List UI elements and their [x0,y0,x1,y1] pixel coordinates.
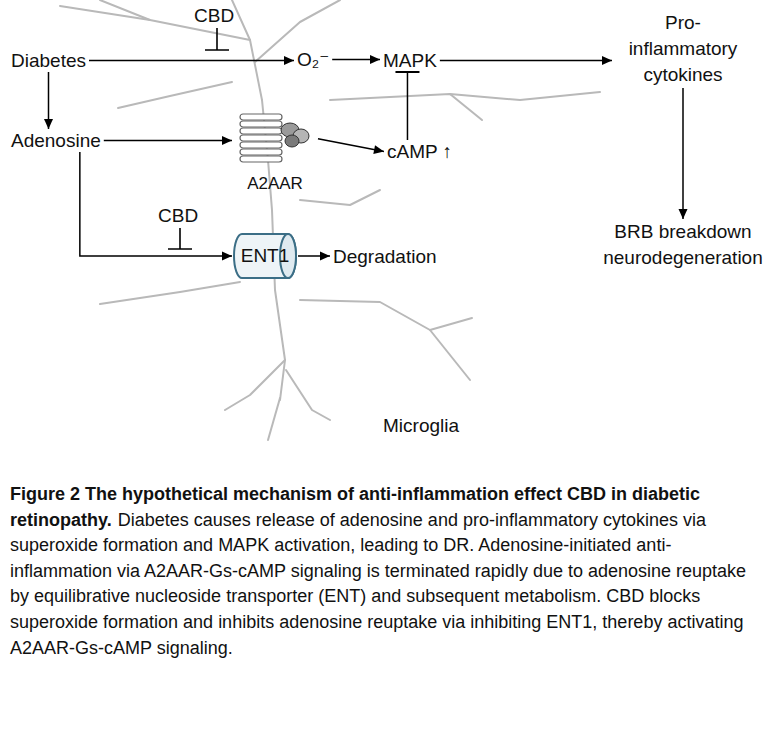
connector-line [80,152,232,256]
connector-line [440,60,612,62]
connector-line [407,72,409,140]
microglia-branch [100,0,250,40]
node-text: Adenosine [11,129,101,152]
microglia-branch [450,94,482,120]
microglia-branch [118,82,232,108]
node-text: BRB breakdown neurodegeneration [593,219,768,271]
microglia-branch [100,282,240,304]
arrow-head [679,209,688,219]
arrow-head [44,119,53,129]
drug-label: CBD [194,4,234,27]
connector-line [89,60,294,62]
connector [80,152,232,261]
connector [89,56,294,65]
connector [298,252,330,261]
connector [395,72,419,140]
arrow-head [602,56,612,65]
microglia-branch [300,300,470,380]
node-text: MAPK [383,49,437,72]
node-text: A2AAR [232,174,318,194]
arrow-head [222,136,232,145]
microglia-branch [330,92,600,100]
arrow-head [284,56,294,65]
process-node: Degradation [330,245,440,268]
node-text: Diabetes [11,49,86,72]
receptor-node: A2AAR [232,108,318,196]
outcome-node: Pro-inflammatory cytokines [612,10,754,88]
molecule-node: Adenosine [8,129,104,152]
drug-label: CBD [158,204,198,227]
inhibition-head [395,71,419,73]
inhibition-bar [168,228,192,249]
connector-line [682,88,684,219]
microglia-branch [225,360,285,410]
figure-caption: Diabetes causes release of adenosine and… [10,510,746,658]
microglia-branch [300,190,380,205]
connector [332,55,380,64]
microglia-branch [430,318,472,330]
connector-line [318,139,384,152]
connector [318,139,384,154]
microglia-branch [60,6,150,20]
connector-line [48,72,50,129]
connector [440,56,612,65]
connector [679,88,688,219]
transporter-node: ENT1 [232,232,298,280]
inhibition-bar [205,28,229,50]
microglia-branch [268,398,280,440]
node-text: Degradation [333,245,437,268]
node-text: Pro-inflammatory cytokines [615,10,751,88]
node-text: O₂⁻ [297,48,329,71]
connector [104,136,232,145]
arrow-head [320,252,330,261]
connector-line [332,59,380,61]
condition-node: Diabetes [8,49,89,72]
messenger-node: cAMP ↑ [384,140,455,163]
microglia-branch [286,370,330,420]
caption-block: Figure 2 The hypothetical mechanism of a… [10,482,758,661]
connector-line [298,255,330,257]
node-text: cAMP ↑ [387,140,452,163]
kinase-node: MAPK [380,49,440,72]
cell-label: Microglia [383,414,459,437]
arrow-head [370,55,380,64]
connector-line [104,140,232,142]
node-text: ENT1 [232,244,298,267]
outcome-node: BRB breakdown neurodegeneration [590,219,768,271]
molecule-node: O₂⁻ [294,48,332,71]
arrow-head [222,252,232,261]
arrow-head [373,145,384,154]
microglia-branch [232,0,262,100]
connector [44,72,53,129]
